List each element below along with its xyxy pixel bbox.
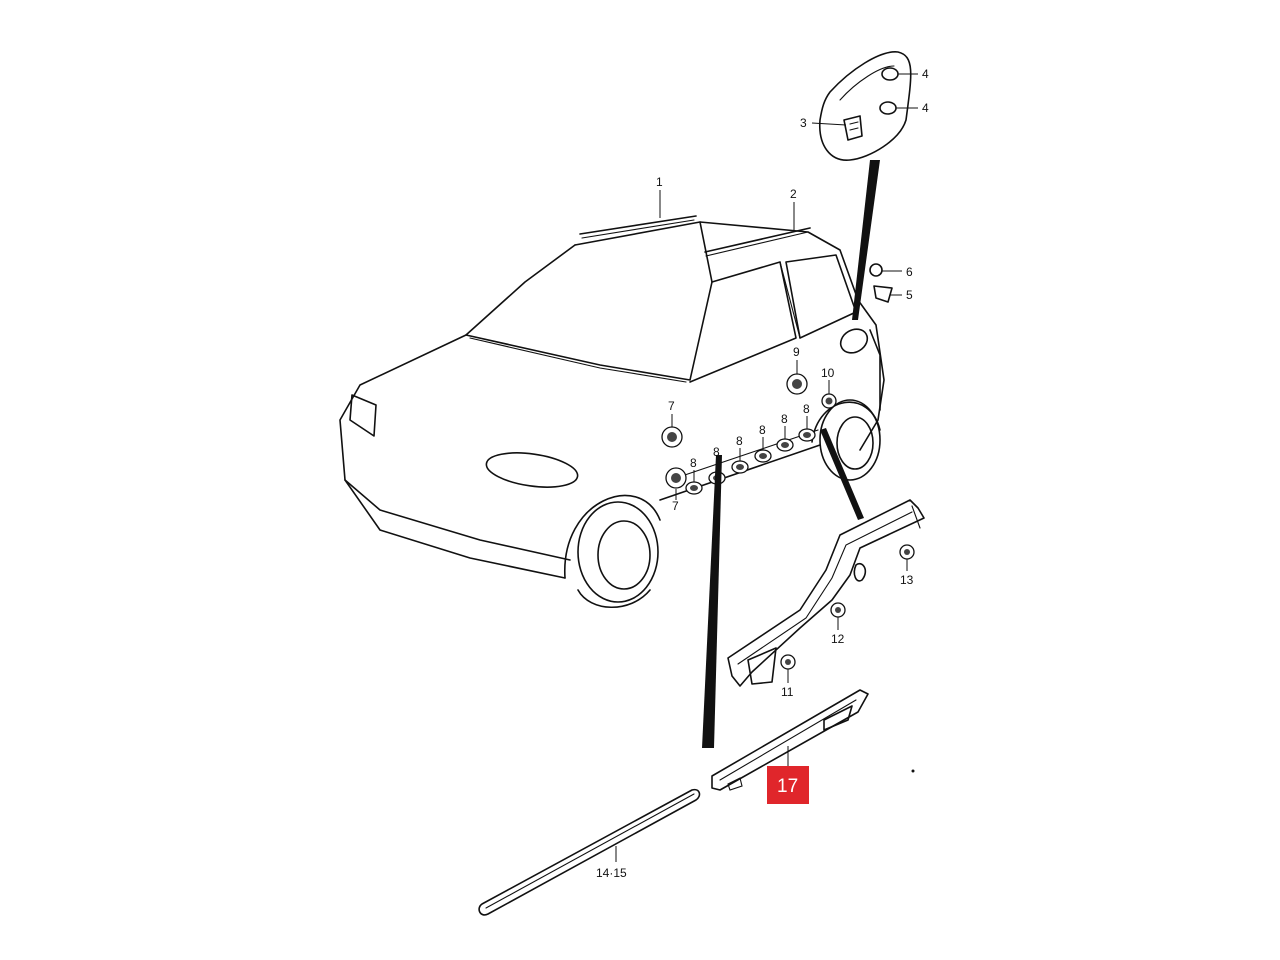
clip-9 [786, 373, 808, 395]
cap-part-6 [869, 263, 883, 277]
callout-7-lower: 7 [672, 499, 679, 513]
callout-8-f: 8 [803, 402, 810, 416]
callout-6: 6 [906, 265, 913, 279]
callout-8-b: 8 [713, 445, 720, 459]
car-body [339, 221, 885, 609]
leader-wedge-side-moulding [702, 455, 722, 748]
callout-17-highlight[interactable]: 17 [767, 766, 809, 804]
callout-14-15: 14·15 [596, 866, 627, 880]
side-moulding-part-14-15 [478, 788, 701, 916]
side-garnish-part-17 [711, 689, 915, 791]
callout-4-lower: 4 [922, 101, 929, 115]
nut-13 [899, 544, 915, 560]
callouts: 1 2 3 4 4 6 5 7 7 9 10 8 8 8 8 8 8 11 12… [596, 67, 929, 880]
fasteners [661, 373, 837, 495]
highlight-box [767, 766, 809, 804]
callout-10: 10 [821, 366, 835, 380]
callout-8-c: 8 [736, 434, 743, 448]
leader-lines [615, 73, 918, 862]
roof-moulding-front [579, 215, 697, 239]
clip-10 [821, 393, 837, 409]
fuel-door-cover [819, 51, 912, 161]
clip-8-a [685, 481, 703, 495]
callout-13: 13 [900, 573, 914, 587]
roof-moulding-rear [704, 227, 811, 257]
callout-9: 9 [793, 345, 800, 359]
callout-5: 5 [906, 288, 913, 302]
callout-12: 12 [831, 632, 845, 646]
callout-7-upper: 7 [668, 399, 675, 413]
callout-8-d: 8 [759, 423, 766, 437]
leader-wedge-rear-bracket [820, 428, 864, 520]
callout-11: 11 [781, 685, 794, 699]
pad-part-5 [873, 285, 893, 303]
clip-7-upper [661, 426, 683, 448]
clip-8-f [798, 428, 816, 442]
clip-8-e [776, 438, 794, 452]
clip-8-c [731, 460, 749, 474]
clip-7-lower [665, 467, 687, 489]
callout-8-a: 8 [690, 456, 697, 470]
callout-1: 1 [656, 175, 663, 189]
callout-17: 17 [777, 776, 798, 797]
side-sill-bracket [727, 499, 925, 687]
leader-wedge-fuel-door [852, 160, 880, 320]
clip-8-d [754, 449, 772, 463]
nut-12 [830, 602, 846, 618]
nut-11 [780, 654, 796, 670]
callout-8-e: 8 [781, 412, 788, 426]
callout-3: 3 [800, 116, 807, 130]
callout-2: 2 [790, 187, 797, 201]
callout-4-upper: 4 [922, 67, 929, 81]
